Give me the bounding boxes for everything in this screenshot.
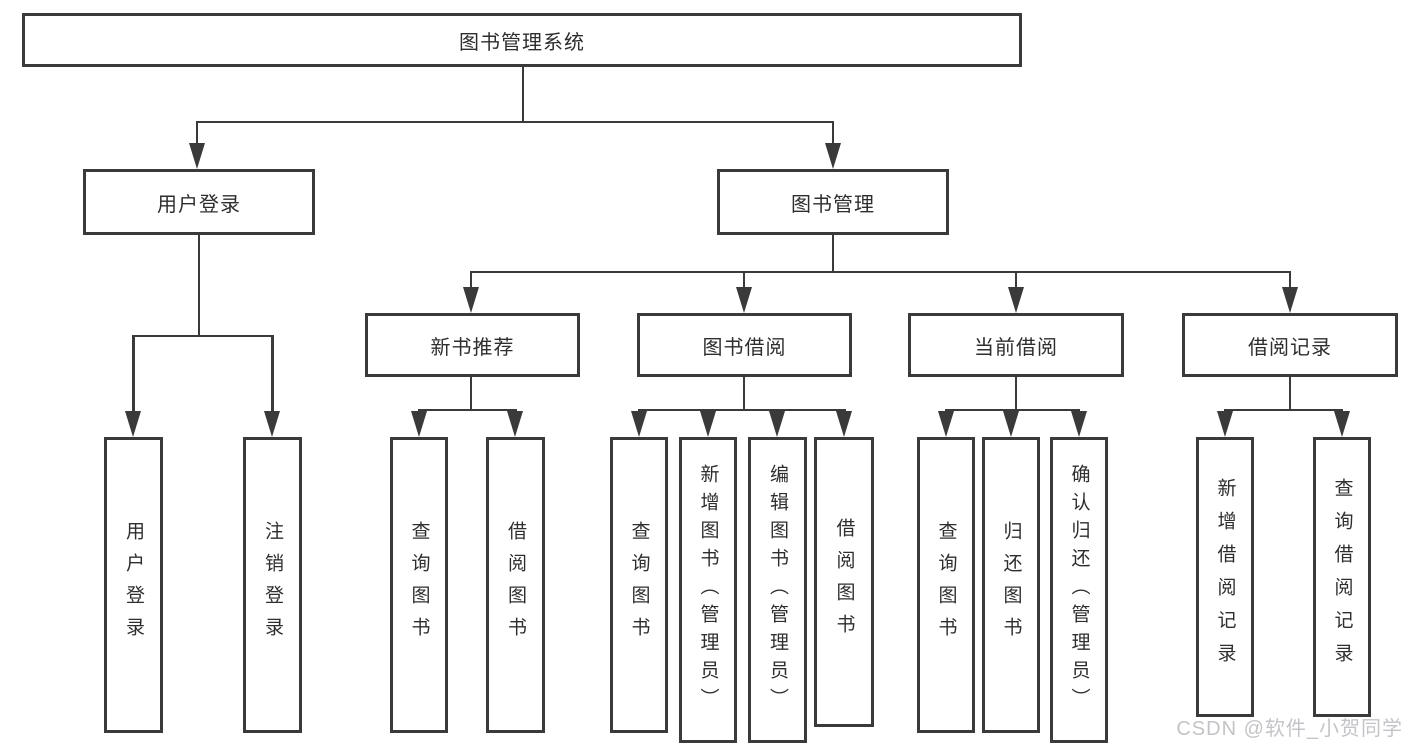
leaf-borrow-borrow: 借阅图书 bbox=[814, 437, 874, 727]
leaf-newbook-borrow-label: 借阅图书 bbox=[505, 521, 526, 649]
connector-drop-leaf-login bbox=[132, 335, 135, 415]
connector-user-login-trunk bbox=[197, 234, 201, 336]
arrow-down-icon bbox=[462, 287, 479, 313]
leaf-borrow-query-label: 查询图书 bbox=[628, 521, 650, 649]
connector-drop-book-mgmt bbox=[831, 121, 835, 149]
arrow-down-icon bbox=[630, 411, 647, 437]
arrow-down-icon bbox=[1007, 287, 1024, 313]
connector-level1-split bbox=[195, 120, 835, 124]
connector-drop-records bbox=[1288, 271, 1292, 291]
arrow-down-icon bbox=[769, 411, 785, 437]
node-current: 当前借阅 bbox=[908, 313, 1124, 377]
arrow-down-icon bbox=[1281, 287, 1298, 313]
leaf-current-query-label: 查询图书 bbox=[935, 521, 957, 649]
node-user-login-label: 用户登录 bbox=[157, 193, 241, 216]
leaf-current-return-label: 归还图书 bbox=[1000, 521, 1022, 649]
node-book-mgmt: 图书管理 bbox=[717, 169, 949, 235]
leaf-records-query-label: 查询借阅记录 bbox=[1331, 478, 1353, 676]
arrow-down-icon bbox=[410, 411, 427, 437]
leaf-current-confirm-label: 确认归还（管理员） bbox=[1068, 464, 1090, 716]
arrow-down-icon bbox=[1002, 411, 1019, 437]
node-book-mgmt-label: 图书管理 bbox=[791, 193, 875, 216]
arrow-down-icon bbox=[1333, 411, 1350, 437]
leaf-newbook-query-label: 查询图书 bbox=[408, 521, 430, 649]
node-user-login: 用户登录 bbox=[83, 169, 315, 235]
connector-current-split bbox=[944, 408, 1081, 412]
connector-records-trunk bbox=[1288, 376, 1292, 410]
connector-drop-user-login bbox=[195, 121, 199, 149]
arrow-down-icon bbox=[264, 411, 280, 437]
leaf-borrow-add-label: 新增图书（管理员） bbox=[697, 464, 719, 716]
leaf-logout-label: 注销登录 bbox=[262, 521, 283, 649]
node-records-label: 借阅记录 bbox=[1248, 336, 1332, 359]
leaf-records-add-label: 新增借阅记录 bbox=[1214, 478, 1236, 676]
arrow-down-icon bbox=[125, 411, 141, 437]
leaf-borrow-edit: 编辑图书（管理员） bbox=[748, 437, 807, 743]
connector-new-book-trunk bbox=[469, 376, 473, 410]
leaf-user-login: 用户登录 bbox=[104, 437, 163, 733]
connector-user-login-split bbox=[132, 334, 274, 338]
connector-level3-split bbox=[469, 270, 1292, 274]
arrow-down-icon bbox=[1070, 411, 1087, 437]
connector-root-trunk bbox=[521, 66, 525, 122]
node-borrow: 图书借阅 bbox=[637, 313, 852, 377]
arrow-down-icon bbox=[1216, 411, 1233, 437]
arrow-down-icon bbox=[824, 143, 841, 169]
node-root-label: 图书管理系统 bbox=[459, 31, 585, 54]
connector-borrow-split bbox=[637, 408, 847, 412]
node-current-label: 当前借阅 bbox=[974, 336, 1058, 359]
connector-drop-borrow bbox=[742, 271, 746, 291]
connector-book-mgmt-trunk bbox=[831, 234, 835, 272]
leaf-borrow-edit-label: 编辑图书（管理员） bbox=[767, 464, 788, 716]
connector-drop-current bbox=[1014, 271, 1018, 291]
node-records: 借阅记录 bbox=[1182, 313, 1398, 377]
arrow-down-icon bbox=[188, 143, 205, 169]
leaf-current-query: 查询图书 bbox=[917, 437, 975, 733]
leaf-logout: 注销登录 bbox=[243, 437, 302, 733]
leaf-borrow-query: 查询图书 bbox=[610, 437, 668, 733]
connector-new-book-split bbox=[417, 408, 517, 412]
connector-drop-new-book bbox=[469, 271, 473, 291]
node-new-book-label: 新书推荐 bbox=[430, 336, 515, 359]
arrow-down-icon bbox=[699, 411, 716, 437]
leaf-user-login-label: 用户登录 bbox=[123, 521, 144, 649]
leaf-borrow-borrow-label: 借阅图书 bbox=[833, 518, 855, 646]
arrow-down-icon bbox=[937, 411, 954, 437]
arrow-down-icon bbox=[507, 411, 523, 437]
connector-records-split bbox=[1223, 408, 1344, 412]
leaf-newbook-query: 查询图书 bbox=[390, 437, 448, 733]
node-root: 图书管理系统 bbox=[22, 13, 1022, 67]
leaf-current-confirm: 确认归还（管理员） bbox=[1050, 437, 1108, 743]
leaf-records-add: 新增借阅记录 bbox=[1196, 437, 1254, 717]
node-borrow-label: 图书借阅 bbox=[702, 336, 787, 359]
leaf-borrow-add: 新增图书（管理员） bbox=[679, 437, 737, 743]
connector-borrow-trunk bbox=[742, 376, 746, 410]
arrow-down-icon bbox=[835, 411, 852, 437]
leaf-newbook-borrow: 借阅图书 bbox=[486, 437, 545, 733]
leaf-records-query: 查询借阅记录 bbox=[1313, 437, 1371, 717]
connector-current-trunk bbox=[1014, 376, 1018, 410]
node-new-book: 新书推荐 bbox=[365, 313, 580, 377]
leaf-current-return: 归还图书 bbox=[982, 437, 1040, 733]
connector-drop-leaf-logout bbox=[271, 335, 274, 415]
arrow-down-icon bbox=[735, 287, 752, 313]
csdn-watermark: CSDN @软件_小贺同学 bbox=[1176, 718, 1403, 740]
